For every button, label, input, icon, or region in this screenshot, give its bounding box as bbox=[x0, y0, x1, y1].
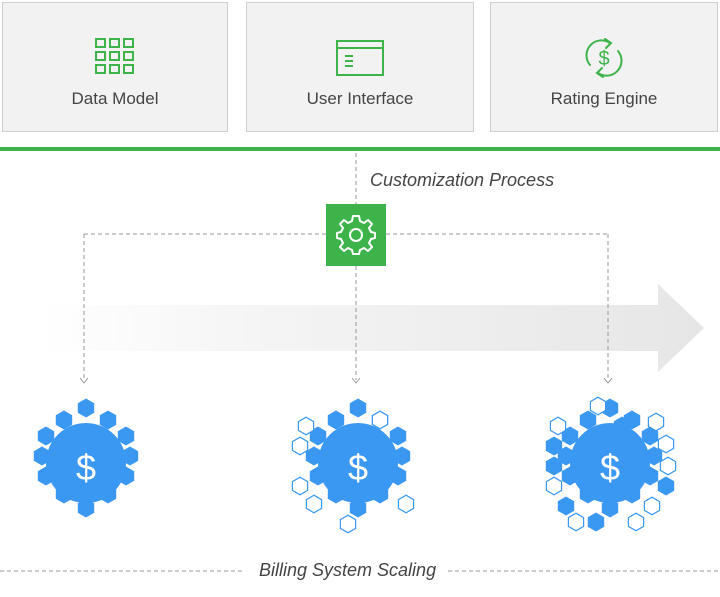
grid-icon bbox=[3, 35, 227, 81]
data-model-box: Data Model bbox=[2, 2, 228, 132]
gear-icon bbox=[326, 204, 386, 266]
billing-cluster-medium: $ bbox=[291, 398, 415, 534]
billing-system-scaling-label: Billing System Scaling bbox=[259, 560, 437, 580]
cluster-symbol: $ bbox=[76, 447, 96, 488]
user-interface-label: User Interface bbox=[306, 89, 414, 108]
window-icon bbox=[247, 35, 473, 81]
svg-text:$: $ bbox=[598, 48, 609, 70]
billing-cluster-small: $ bbox=[33, 398, 139, 518]
cluster-symbol: $ bbox=[348, 447, 368, 488]
user-interface-box: User Interface bbox=[246, 2, 474, 132]
customization-process-label: Customization Process bbox=[370, 170, 555, 190]
green-divider bbox=[0, 147, 720, 151]
dollar-cycle-icon: $ bbox=[491, 35, 717, 81]
data-model-label: Data Model bbox=[71, 89, 159, 108]
rating-engine-label: Rating Engine bbox=[550, 89, 658, 108]
billing-cluster-large: $ bbox=[545, 396, 677, 532]
connector-lines bbox=[0, 153, 720, 572]
cluster-symbol: $ bbox=[600, 447, 620, 488]
rating-engine-box: $ Rating Engine bbox=[490, 2, 718, 132]
scaling-arrow bbox=[40, 284, 704, 372]
